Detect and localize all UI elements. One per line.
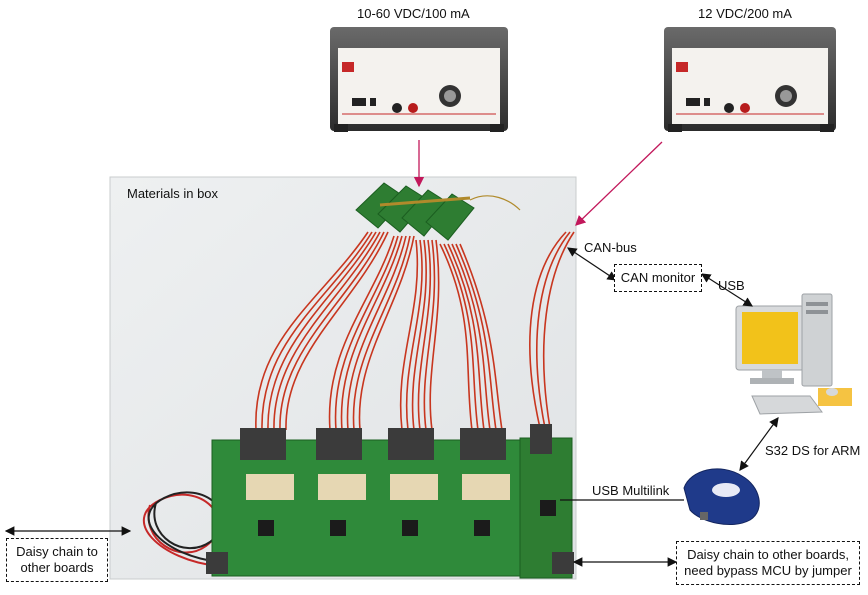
s32ds-label: S32 DS for ARM: [765, 443, 861, 458]
box-title: Materials in box: [127, 186, 219, 201]
daisy-chain-cable: [142, 491, 224, 567]
daisy-left-line2: other boards: [20, 560, 94, 575]
daisy-chain-left-box: Daisy chain to other boards: [6, 538, 108, 582]
can-monitor-label: CAN monitor: [620, 270, 696, 285]
usb-multilink-device: [683, 468, 760, 526]
daisy-chain-right-box: Daisy chain to other boards, need bypass…: [676, 541, 860, 585]
right-power-supply: [664, 27, 836, 132]
right-supply-label: 12 VDC/200 mA: [698, 6, 792, 21]
s32ds-arrow: [739, 417, 779, 471]
right-power-arrow: [575, 141, 663, 226]
usb-arrow: [700, 273, 754, 307]
main-pcb: [206, 424, 574, 579]
left-power-supply: [330, 27, 508, 132]
usb-multilink-label: USB Multilink: [592, 483, 670, 498]
usb-label: USB: [718, 278, 745, 293]
computer: [735, 293, 852, 415]
can-monitor-box: CAN monitor: [614, 264, 702, 292]
daisy-left-line1: Daisy chain to: [16, 544, 98, 559]
connector-boards: [355, 182, 521, 241]
daisy-right-line1: Daisy chain to other boards,: [687, 547, 849, 562]
wire-bundles: [255, 231, 575, 431]
left-supply-label: 10-60 VDC/100 mA: [357, 6, 470, 21]
daisy-right-line2: need bypass MCU by jumper: [684, 563, 852, 578]
can-bus-arrow: [567, 247, 617, 281]
can-bus-label: CAN-bus: [584, 240, 637, 255]
